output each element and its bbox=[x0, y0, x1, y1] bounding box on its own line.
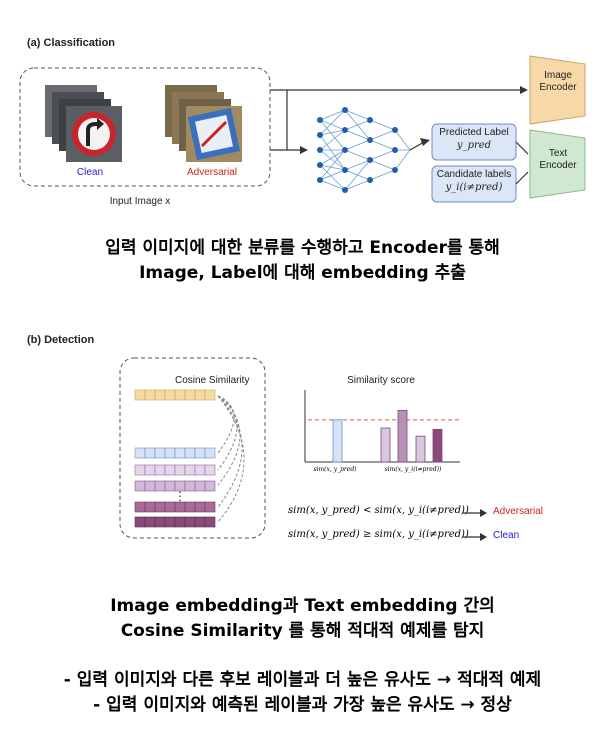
detection-title: (b) Detection bbox=[27, 334, 95, 346]
adversarial-image-stack bbox=[165, 85, 242, 162]
text-embedding-row-cell bbox=[144, 516, 156, 528]
text-embedding-row-cell bbox=[164, 516, 176, 528]
predicted-label-text: Predicted Label bbox=[439, 127, 509, 138]
text-embedding-row-cell bbox=[194, 447, 206, 459]
x-label-pred: sim(x, y_pred) bbox=[313, 466, 357, 473]
similarity-chart bbox=[304, 390, 460, 463]
image-embedding-row-cell bbox=[144, 389, 156, 401]
text-embedding-row-cell bbox=[194, 501, 206, 513]
text-embedding-row-cell bbox=[154, 480, 166, 492]
text-embedding-row-cell bbox=[164, 447, 176, 459]
text-embedding-row-cell bbox=[144, 501, 156, 513]
text-embedding-row-cell bbox=[204, 501, 216, 513]
classification-diagram bbox=[19, 55, 586, 203]
caption-b-line2: Cosine Similarity 를 통해 적대적 예제를 탐지 bbox=[120, 621, 485, 641]
text-embedding-row-cell bbox=[174, 501, 186, 513]
text-embedding-row-cell bbox=[204, 516, 216, 528]
cosine-title: Cosine Similarity bbox=[175, 375, 250, 386]
text-embedding-row-cell bbox=[134, 464, 146, 476]
image-embedding-row-cell bbox=[154, 389, 166, 401]
text-embedding-row-cell bbox=[184, 516, 196, 528]
similarity-bar bbox=[397, 409, 408, 463]
text-embedding-row-cell bbox=[134, 516, 146, 528]
text-embedding-row-cell bbox=[154, 516, 166, 528]
input-image-box bbox=[19, 67, 271, 187]
text-embedding-row-cell bbox=[184, 464, 196, 476]
neural-network bbox=[317, 107, 411, 193]
cosine-embedding-panel: ⋮ bbox=[119, 357, 266, 539]
input-image-caption: Input Image x bbox=[109, 196, 171, 207]
caption-a-line1: 입력 이미지에 대한 분류를 수행하고 Encoder를 통해 bbox=[105, 238, 500, 258]
image-embedding-row-cell bbox=[204, 389, 216, 401]
caption-b-line1: Image embedding과 Text embedding 간의 bbox=[110, 596, 495, 616]
classification-title: (a) Classification bbox=[27, 37, 116, 49]
rule-clean: sim(x, y_pred) ≥ sim(x, y_i(i≠pred)) bbox=[288, 529, 469, 540]
text-embedding-row-cell bbox=[154, 464, 166, 476]
text-embedding-row-cell bbox=[134, 447, 146, 459]
similarity-bar bbox=[332, 419, 343, 463]
text-embedding-row-cell bbox=[174, 464, 186, 476]
candidate-labels-text: Candidate labels bbox=[436, 169, 512, 180]
rule-adversarial-result: Adversarial bbox=[493, 506, 544, 517]
text-embedding-row-cell bbox=[204, 464, 216, 476]
text-embedding-row-cell bbox=[194, 464, 206, 476]
text-embedding-row-cell bbox=[144, 480, 156, 492]
text-embedding-row-cell bbox=[184, 501, 196, 513]
text-encoder-label: Text Encoder bbox=[539, 148, 577, 171]
text-embedding-row-cell bbox=[164, 501, 176, 513]
text-embedding-row-cell bbox=[204, 447, 216, 459]
caption-a-line2: Image, Label에 대해 embedding 추출 bbox=[139, 263, 466, 283]
text-encoder-shape bbox=[529, 129, 586, 199]
text-embedding-row-cell bbox=[164, 464, 176, 476]
predicted-label-math: y_pred bbox=[456, 140, 492, 151]
image-embedding-row-cell bbox=[134, 389, 146, 401]
rule-clean-result: Clean bbox=[493, 530, 520, 541]
rule-adversarial: sim(x, y_pred) < sim(x, y_i(i≠pred)) bbox=[288, 505, 469, 516]
similarity-bar bbox=[380, 427, 391, 463]
caption-b-line4: - 입력 이미지와 예측된 레이블과 가장 높은 유사도 → 정상 bbox=[93, 695, 512, 715]
image-embedding-row-cell bbox=[194, 389, 206, 401]
x-label-other: sim(x, y_i(i≠pred)) bbox=[384, 466, 442, 473]
candidate-labels-math: y_i(i≠pred) bbox=[445, 182, 503, 193]
text-embedding-row-cell bbox=[144, 447, 156, 459]
caption-b-line3: - 입력 이미지와 다른 후보 레이블과 더 높은 유사도 → 적대적 예제 bbox=[63, 670, 542, 690]
clean-label: Clean bbox=[76, 167, 104, 178]
image-embedding-row-cell bbox=[184, 389, 196, 401]
text-embedding-row-cell bbox=[184, 480, 196, 492]
text-embedding-row-cell bbox=[194, 480, 206, 492]
text-embedding-row-cell bbox=[204, 480, 216, 492]
similarity-title: Similarity score bbox=[347, 375, 415, 386]
image-encoder-shape bbox=[529, 55, 586, 125]
text-embedding-row-cell bbox=[134, 480, 146, 492]
text-embedding-row-cell bbox=[134, 501, 146, 513]
text-embedding-row-cell bbox=[184, 447, 196, 459]
similarity-bar bbox=[415, 435, 426, 463]
adversarial-label: Adversarial bbox=[186, 167, 238, 178]
svg-text:⋮: ⋮ bbox=[174, 489, 186, 503]
image-encoder-label: Image Encoder bbox=[539, 70, 577, 93]
cosine-box bbox=[119, 357, 266, 539]
text-embedding-row-cell bbox=[154, 501, 166, 513]
text-embedding-row-cell bbox=[194, 516, 206, 528]
clean-image-stack bbox=[45, 85, 122, 162]
text-embedding-row-cell bbox=[174, 447, 186, 459]
image-embedding-row-cell bbox=[164, 389, 176, 401]
text-embedding-row-cell bbox=[154, 447, 166, 459]
text-embedding-row-cell bbox=[174, 516, 186, 528]
rule1-arrow-icon bbox=[462, 509, 487, 517]
text-embedding-row-cell bbox=[144, 464, 156, 476]
image-embedding-row-cell bbox=[174, 389, 186, 401]
similarity-bar bbox=[432, 428, 443, 463]
rule2-arrow-icon bbox=[462, 533, 487, 541]
